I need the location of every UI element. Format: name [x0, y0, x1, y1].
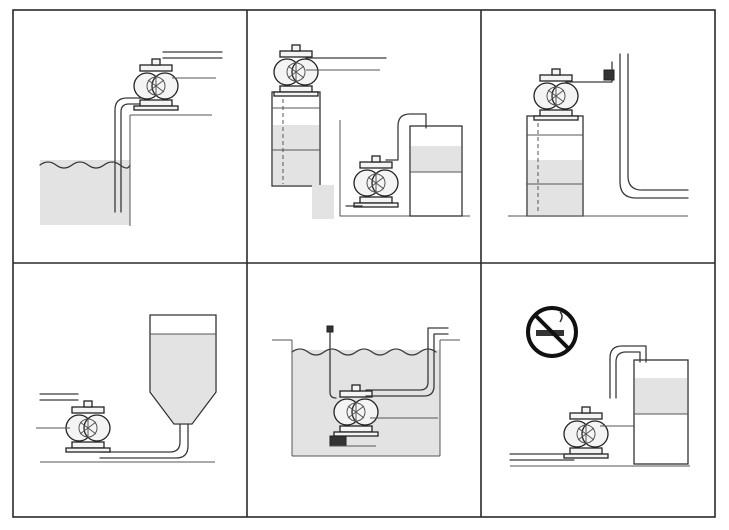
diaphragm-pump-icon: [133, 58, 179, 111]
panel-pump-submerged: [272, 325, 460, 457]
panel-pump-above-liquid: [39, 51, 223, 226]
no-smoking-icon: [526, 306, 578, 358]
diaphragm-pump-icon: [353, 155, 399, 208]
panel-pump-no-smoking: [509, 306, 690, 467]
panel-pump-from-hopper: [36, 314, 217, 463]
diaphragm-pump-icon: [65, 400, 111, 453]
diaphragm-pump-icon: [533, 68, 579, 121]
diaphragm-pump-icon: [563, 406, 609, 459]
diaphragm-pump-icon: [333, 384, 379, 437]
panel-grid: [12, 9, 716, 518]
panel-pump-on-drum-to-pipe: [508, 53, 689, 217]
panel-pump-on-drum-and-floor: [271, 44, 470, 219]
